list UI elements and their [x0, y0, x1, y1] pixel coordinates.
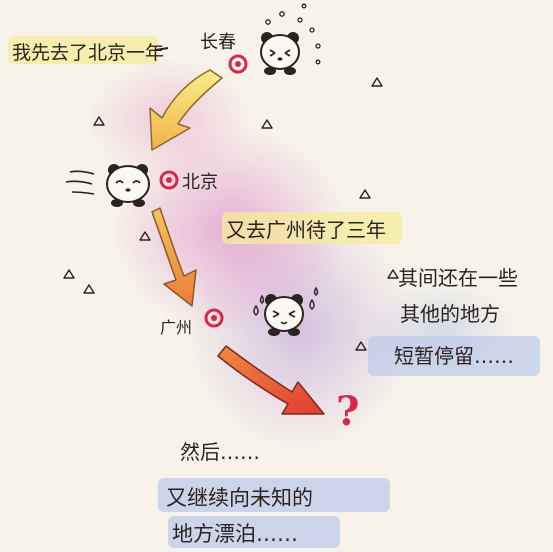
speed-lines	[65, 170, 95, 195]
panda-head-icon	[264, 294, 304, 336]
note-other-places-line1: 其间还在一些	[398, 266, 518, 290]
label-guangzhou: 广州	[160, 318, 193, 337]
note-unknown-line2: 地方漂泊……	[172, 522, 298, 546]
location-ring-icon	[228, 54, 248, 74]
panda-head-icon	[106, 164, 150, 207]
note-unknown-line1: 又继续向未知的	[166, 486, 313, 510]
triangle-doodle-icon	[63, 77, 399, 351]
panda-head-icon	[260, 32, 300, 75]
sweat-drops	[253, 286, 319, 316]
highlight-other-places	[368, 336, 540, 376]
label-changchun: 长春	[200, 32, 236, 53]
location-ring-icon	[204, 308, 224, 328]
highlight-first-year	[8, 36, 158, 64]
arrow-beijing-to-guangzhou	[151, 207, 197, 307]
scribble-stroke	[155, 47, 169, 51]
note-guangzhou-stay: 又去广州待了三年	[226, 218, 386, 242]
highlight-guangzhou-stay	[222, 212, 402, 244]
highlight-unknown-1	[158, 478, 390, 512]
note-other-places-line2: 其他的地方	[400, 302, 500, 326]
location-ring-icon	[159, 170, 179, 190]
highlight-unknown-2	[168, 516, 340, 548]
note-other-places-line3: 短暂停留……	[394, 344, 514, 368]
label-beijing: 北京	[182, 172, 218, 193]
note-then: 然后……	[180, 440, 260, 464]
question-mark-icon: ?	[336, 388, 360, 435]
sparkle-dots	[265, 3, 321, 65]
arrow-changchun-to-beijing	[149, 69, 223, 151]
note-first-year: 我先去了北京一年	[12, 42, 165, 64]
arrow-guangzhou-to-unknown	[217, 345, 325, 415]
